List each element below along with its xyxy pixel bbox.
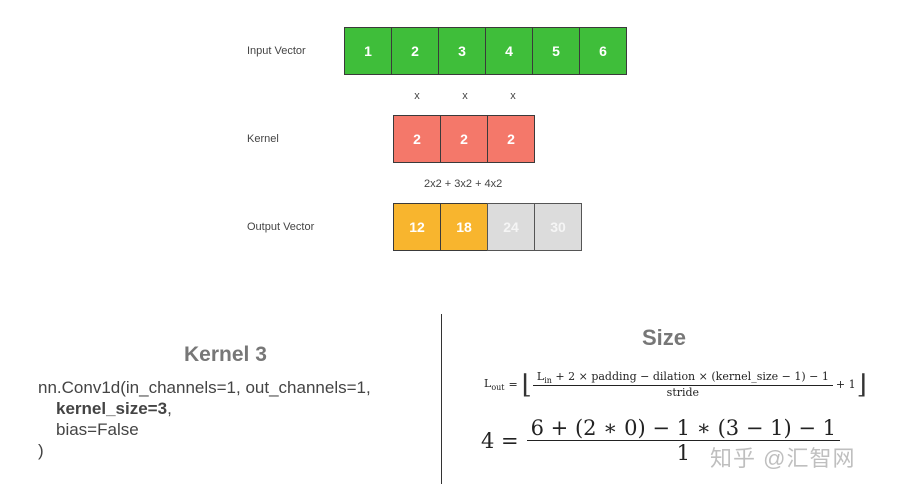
formula-plus-one: + 1 [835,378,856,392]
input-cell: 5 [532,27,580,75]
input-cell: 4 [485,27,533,75]
code-block: nn.Conv1d(in_channels=1, out_channels=1,… [38,377,371,461]
formula-fraction: Lin + 2 × padding − dilation × (kernel_s… [532,370,833,400]
code-comma: , [167,399,172,418]
worked-example: 4 = 6 + (2 ∗ 0) − 1 ∗ (3 − 1) − 1 1 [481,416,840,465]
output-vector: 12 18 24 30 [393,203,582,251]
size-title: Size [642,325,687,350]
input-cell: 6 [579,27,627,75]
multiply-sign: x [414,90,420,102]
kernel-title: Kernel 3 [184,343,267,366]
floor-bracket-right: ⌋ [856,369,867,400]
kernel-cell: 2 [393,115,441,163]
floor-bracket-left: ⌊ [521,369,532,400]
code-line: nn.Conv1d(in_channels=1, out_channels=1, [38,378,371,397]
output-cell-pending: 24 [487,203,535,251]
formula-equals: = [508,378,518,392]
example-lhs: 4 = [481,428,519,453]
example-fraction: 6 + (2 ∗ 0) − 1 ∗ (3 − 1) − 1 1 [526,416,840,465]
formula-lhs: Lout [484,377,505,393]
code-line: ) [38,441,44,460]
output-length-formula: Lout = ⌊ Lin + 2 × padding − dilation × … [484,370,867,399]
output-vector-label: Output Vector [247,221,315,233]
kernel-cell: 2 [487,115,535,163]
kernel-cell: 2 [440,115,488,163]
watermark: 知乎 @汇智网 [710,446,856,471]
input-vector: 1 2 3 4 5 6 [344,27,627,75]
output-cell: 18 [440,203,488,251]
output-cell: 12 [393,203,441,251]
multiply-signs: x x x [393,90,537,102]
code-kernel-size: kernel_size=3 [56,399,168,418]
code-line: bias=False [56,420,139,439]
code-line: kernel_size=3, [38,398,371,419]
kernel-vector: 2 2 2 [393,115,535,163]
panel-divider [441,314,442,484]
multiply-sign: x [510,90,516,102]
multiply-sign: x [462,90,468,102]
example-denominator: 1 [676,441,690,465]
calculation-text: 2x2 + 3x2 + 4x2 [424,178,503,190]
input-cell: 3 [438,27,486,75]
formula-numerator: Lin + 2 × padding − dilation × (kernel_s… [536,370,829,386]
kernel-label: Kernel [247,133,279,145]
input-cell: 1 [344,27,392,75]
example-numerator: 6 + (2 ∗ 0) − 1 ∗ (3 − 1) − 1 [530,416,836,440]
formula-denominator: stride [666,386,700,400]
input-vector-label: Input Vector [247,45,306,57]
input-cell: 2 [391,27,439,75]
output-cell-pending: 30 [534,203,582,251]
